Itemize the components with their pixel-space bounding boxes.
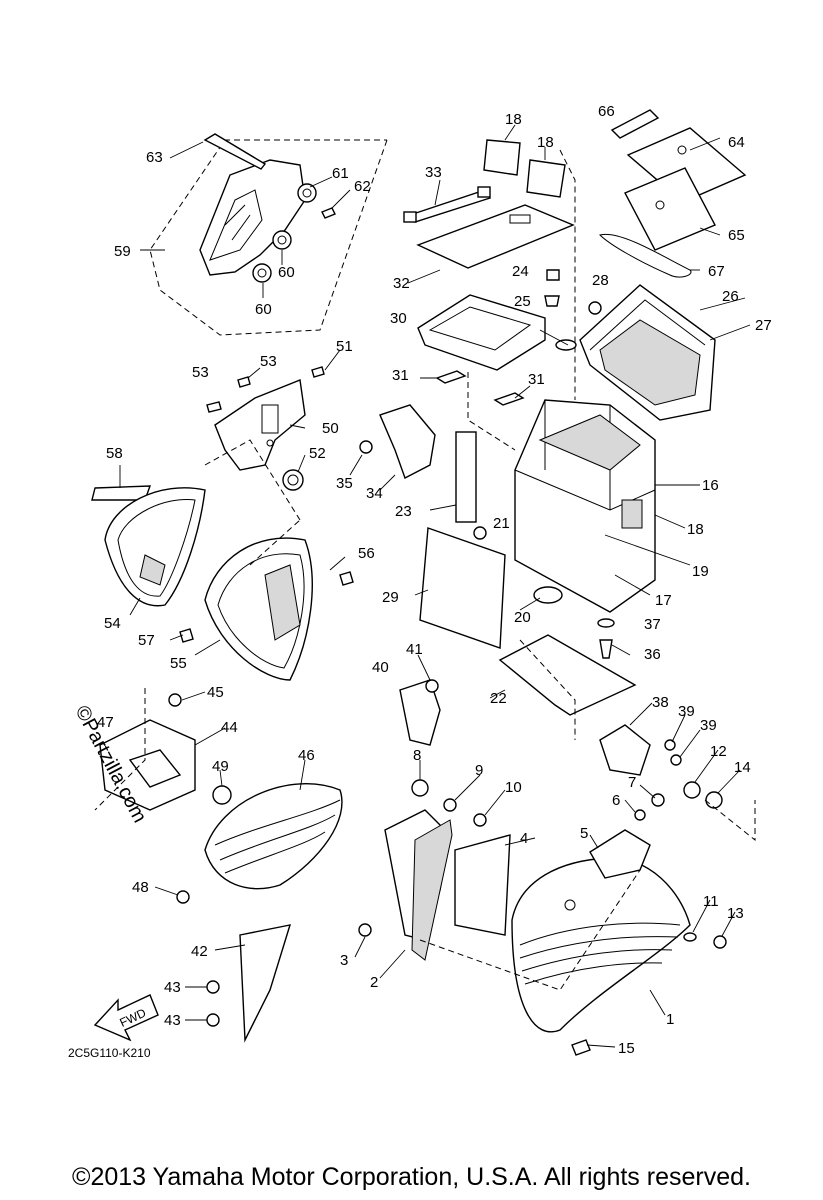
callout-46: 46: [298, 747, 315, 764]
callout-52: 52: [309, 445, 326, 462]
callout-19: 19: [692, 563, 709, 580]
part-group-1-15: [358, 779, 756, 1056]
callout-59: 59: [114, 243, 131, 260]
callout-18b: 18: [537, 134, 554, 151]
callout-24: 24: [512, 263, 529, 280]
callout-30: 30: [390, 310, 407, 327]
callout-37: 37: [644, 616, 661, 633]
callout-11: 11: [703, 893, 719, 910]
copyright-notice: ©2013 Yamaha Motor Corporation, U.S.A. A…: [72, 1163, 751, 1191]
part-group-64-67: [599, 109, 747, 278]
callout-31b: 31: [528, 371, 545, 388]
callout-22: 22: [490, 690, 507, 707]
part-group-38-41: [399, 679, 682, 776]
callout-18c: 18: [687, 521, 704, 538]
callout-14: 14: [734, 759, 751, 776]
callout-13: 13: [727, 905, 744, 922]
callout-56: 56: [358, 545, 375, 562]
callout-9: 9: [475, 762, 483, 779]
callout-44: 44: [221, 719, 238, 736]
callout-43a: 43: [164, 979, 181, 996]
callout-63: 63: [146, 149, 163, 166]
callout-54: 54: [104, 615, 121, 632]
callout-47: 47: [97, 714, 114, 731]
callout-49: 49: [212, 758, 229, 775]
callout-48: 48: [132, 879, 149, 896]
part-group-42-49: FWD: [93, 688, 343, 1043]
callout-39b: 39: [700, 717, 717, 734]
callout-36: 36: [644, 646, 661, 663]
part-group-battery-box: [359, 139, 716, 740]
callout-60a: 60: [278, 264, 295, 281]
callout-53a: 53: [192, 364, 209, 381]
callout-58: 58: [106, 445, 123, 462]
callout-61: 61: [332, 165, 349, 182]
callout-6: 6: [612, 792, 620, 809]
callout-17: 17: [655, 592, 672, 609]
callout-62: 62: [354, 178, 371, 195]
callout-20: 20: [514, 609, 531, 626]
callout-45: 45: [207, 684, 224, 701]
callout-10: 10: [505, 779, 522, 796]
callout-32: 32: [393, 275, 410, 292]
callout-28: 28: [592, 272, 609, 289]
callout-43b: 43: [164, 1012, 181, 1029]
callout-55: 55: [170, 655, 187, 672]
callout-64: 64: [728, 134, 745, 151]
callout-65: 65: [728, 227, 745, 244]
callout-41: 41: [406, 641, 423, 658]
callout-40: 40: [372, 659, 389, 676]
callout-labels: 1 2 3 4 5 6 7 8 9 10 11 12 13 14 15 16 1…: [97, 103, 772, 1057]
callout-51: 51: [336, 338, 353, 355]
callout-8: 8: [413, 747, 421, 764]
callout-60b: 60: [255, 301, 272, 318]
callout-1: 1: [666, 1011, 674, 1028]
leader-lines: [119, 124, 751, 1048]
callout-16: 16: [702, 477, 719, 494]
callout-42: 42: [191, 943, 208, 960]
callout-33: 33: [425, 164, 442, 181]
callout-25: 25: [514, 293, 531, 310]
callout-12: 12: [710, 743, 727, 760]
callout-21: 21: [493, 515, 510, 532]
callout-57: 57: [138, 632, 155, 649]
callout-67: 67: [708, 263, 725, 280]
callout-18a: 18: [505, 111, 522, 128]
callout-50: 50: [322, 420, 339, 437]
callout-66: 66: [598, 103, 615, 120]
diagram-code: 2C5G110-K210: [68, 1046, 151, 1060]
part-group-50: [204, 366, 325, 521]
callout-53b: 53: [260, 353, 277, 370]
callout-31a: 31: [392, 367, 409, 384]
callout-35: 35: [336, 475, 353, 492]
callout-2: 2: [370, 974, 378, 991]
callout-39a: 39: [678, 703, 695, 720]
callout-4: 4: [520, 830, 528, 847]
callout-3: 3: [340, 952, 348, 969]
callout-26: 26: [722, 288, 739, 305]
callout-15: 15: [618, 1040, 635, 1057]
part-group-59: [149, 133, 388, 336]
callout-27: 27: [755, 317, 772, 334]
callout-5: 5: [580, 825, 588, 842]
callout-7: 7: [628, 774, 636, 791]
callout-38: 38: [652, 694, 669, 711]
part-group-54-55: [91, 485, 354, 681]
callout-23: 23: [395, 503, 412, 520]
callout-34: 34: [366, 485, 383, 502]
callout-29: 29: [382, 589, 399, 606]
